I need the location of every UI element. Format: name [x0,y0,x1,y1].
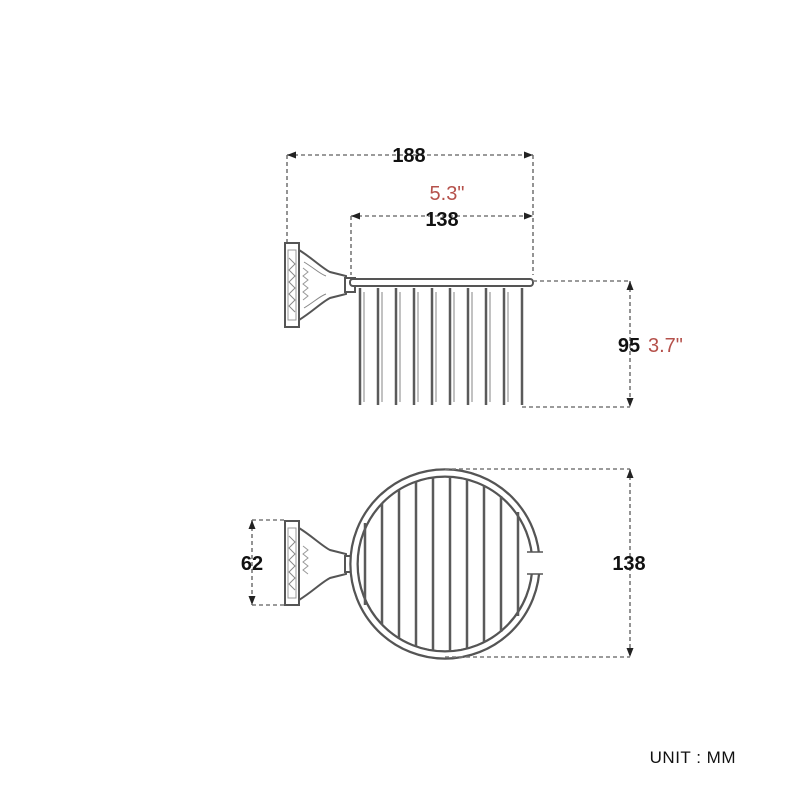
basket-height-label: 95 [618,335,640,357]
basket-diameter-dimension: 138 [445,468,646,658]
unit-label: UNIT : MM [650,748,736,767]
base-height-dimension: 62 [241,519,287,606]
overall-width-dimension: 188 [286,145,534,275]
basket-width-dimension: 5.3" 138 [350,183,533,275]
basket-width-inch-label: 5.3" [430,183,465,205]
top-basket-ring [349,468,543,660]
basket-height-dimension: 95 3.7" [522,280,683,408]
basket-height-inch-label: 3.7" [648,335,683,357]
basket-width-label: 138 [425,209,458,231]
basket-diameter-label: 138 [612,553,645,575]
base-height-label: 62 [241,553,263,575]
top-wall-plate [284,520,356,606]
side-view: 188 5.3" 138 [284,145,683,408]
overall-width-label: 188 [392,145,425,167]
top-view: 62 [241,468,646,660]
side-basket [349,278,534,405]
side-wall-plate [284,242,356,328]
